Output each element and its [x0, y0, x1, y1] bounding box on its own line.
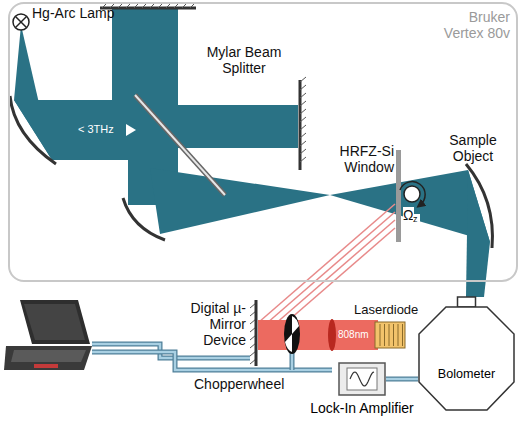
node-label: Bolometer	[418, 366, 515, 382]
dmd-label: Digital µ-Mirror Device	[170, 300, 246, 348]
rotation-subscript: z	[413, 214, 420, 224]
dmd-mirror	[255, 300, 258, 366]
amplifier-box	[338, 362, 386, 396]
laser-diode	[375, 322, 405, 348]
beam-direction	[126, 124, 136, 136]
node-label: Lock-In Amplifier	[300, 400, 424, 416]
frequency-label: < 3THz	[78, 123, 124, 136]
wavelength-label: 808nm	[338, 329, 374, 341]
sample-label: Sample Object	[432, 132, 514, 164]
bolometer: Bolometer	[418, 296, 515, 412]
chopper-wheel	[284, 314, 300, 354]
thz-beam	[14, 9, 490, 297]
cable-outline	[386, 377, 418, 382]
spectrometer-housing: Bruker Vertex 80v	[8, 2, 518, 282]
detector-housing	[418, 296, 515, 412]
window-label: HRFZ-Si Window	[326, 143, 394, 175]
sample-object	[400, 182, 425, 205]
laptop	[4, 300, 92, 370]
splitter-label: Mylar Beam Splitter	[198, 44, 290, 76]
lock-in-amplifier: Lock-In Amplifier	[300, 360, 424, 418]
lens	[328, 319, 336, 351]
laser-beam	[258, 320, 378, 350]
chopper-label: Chopperwheel	[194, 376, 298, 392]
flat-mirror	[100, 8, 300, 170]
beam-splitter	[135, 95, 225, 195]
laser-label: Laserdiode	[354, 302, 434, 318]
lamp-label: Hg-Arc Lamp	[32, 5, 142, 21]
housing-title: Bruker Vertex 80v	[430, 9, 510, 41]
signal-cable	[386, 378, 418, 381]
mirror-hatching	[102, 3, 306, 364]
lamp-symbol	[13, 14, 29, 30]
curved-mirror	[10, 96, 492, 248]
window-plate	[396, 150, 401, 242]
